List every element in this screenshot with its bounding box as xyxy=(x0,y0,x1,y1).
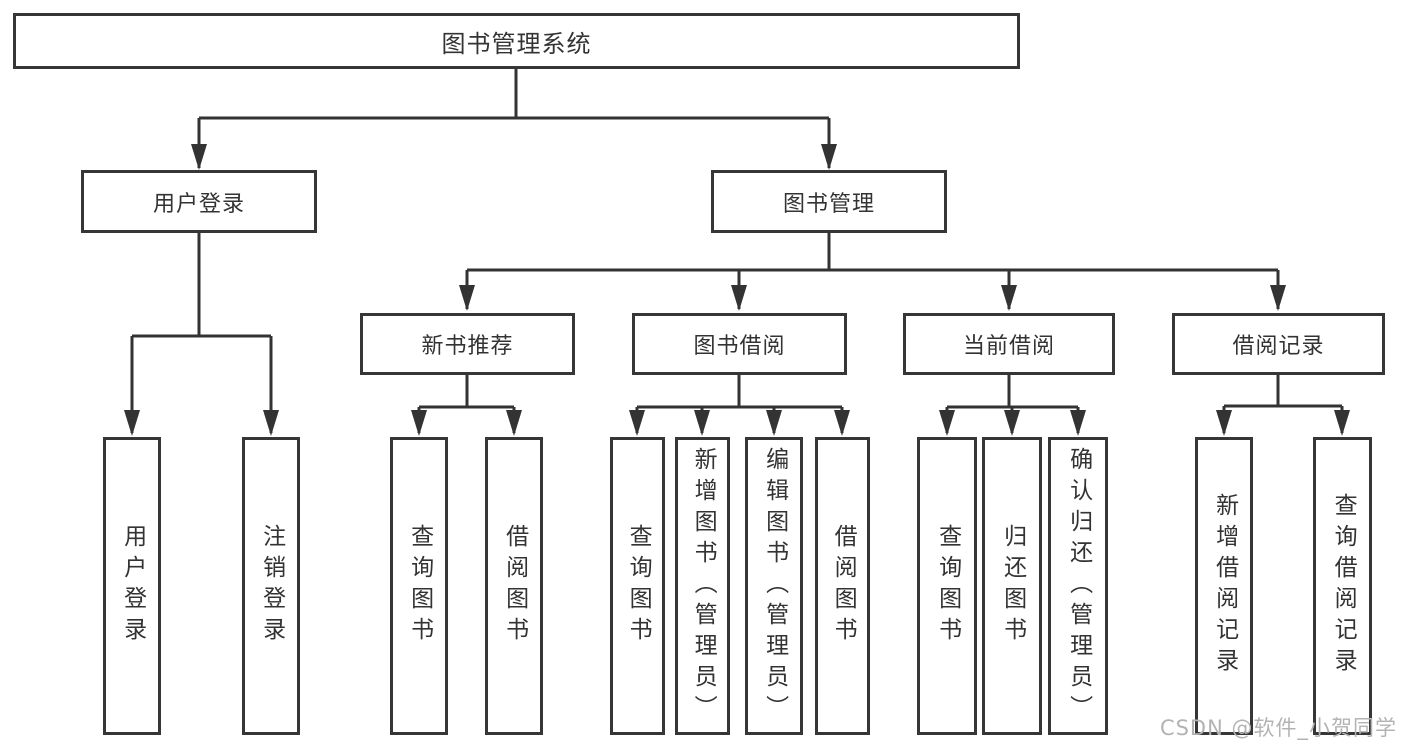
node-logout-label: 注销登录 xyxy=(258,524,285,648)
node-borrow-books-recommend: 借阅图书 xyxy=(485,437,543,735)
node-query-books-recommend-label: 查询图书 xyxy=(406,524,433,648)
node-borrow-books-borrowing-label: 借阅图书 xyxy=(830,524,857,648)
node-borrow-books-borrowing: 借阅图书 xyxy=(815,437,870,735)
node-new-book-recommend: 新书推荐 xyxy=(360,313,575,375)
node-user-login: 用户登录 xyxy=(103,437,161,735)
node-add-borrow-record: 新增借阅记录 xyxy=(1195,437,1253,735)
node-user-login-label: 用户登录 xyxy=(119,524,146,648)
node-query-borrow-record-label: 查询借阅记录 xyxy=(1330,493,1357,679)
node-user-login-branch-label: 用户登录 xyxy=(152,191,245,217)
node-book-borrowing: 图书借阅 xyxy=(632,313,847,375)
node-query-books-borrowing: 查询图书 xyxy=(610,437,665,735)
node-current-borrowing: 当前借阅 xyxy=(903,313,1115,375)
node-book-borrowing-label: 图书借阅 xyxy=(693,334,786,359)
arrowheads xyxy=(124,144,1350,436)
node-add-books-admin: 新增图书（管理员） xyxy=(675,437,730,735)
node-logout: 注销登录 xyxy=(242,437,300,735)
node-query-books-borrowing-label: 查询图书 xyxy=(625,524,652,648)
node-book-management-branch: 图书管理 xyxy=(711,170,947,233)
node-borrow-records: 借阅记录 xyxy=(1172,313,1385,375)
node-query-borrow-record: 查询借阅记录 xyxy=(1313,437,1372,735)
node-user-login-branch: 用户登录 xyxy=(81,170,317,233)
node-borrow-books-recommend-label: 借阅图书 xyxy=(501,524,528,648)
node-add-borrow-record-label: 新增借阅记录 xyxy=(1211,493,1238,679)
csdn-watermark: CSDN @软件_小贺同学 xyxy=(1159,716,1397,740)
node-root-label: 图书管理系统 xyxy=(441,29,592,58)
node-add-books-admin-label: 新增图书（管理员） xyxy=(690,446,717,726)
node-borrow-records-label: 借阅记录 xyxy=(1232,334,1325,359)
node-book-management-branch-label: 图书管理 xyxy=(782,191,875,217)
node-confirm-return-admin-label: 确认归还（管理员） xyxy=(1065,446,1092,726)
node-query-books-current: 查询图书 xyxy=(917,437,977,735)
node-query-books-recommend: 查询图书 xyxy=(390,437,448,735)
node-edit-books-admin-label: 编辑图书（管理员） xyxy=(761,446,788,726)
node-query-books-current-label: 查询图书 xyxy=(934,524,961,648)
node-return-books: 归还图书 xyxy=(982,437,1042,735)
node-current-borrowing-label: 当前借阅 xyxy=(962,334,1055,359)
node-return-books-label: 归还图书 xyxy=(999,524,1026,648)
node-confirm-return-admin: 确认归还（管理员） xyxy=(1048,437,1108,735)
node-new-book-recommend-label: 新书推荐 xyxy=(421,334,514,359)
node-root-library-system: 图书管理系统 xyxy=(13,13,1020,69)
node-edit-books-admin: 编辑图书（管理员） xyxy=(745,437,803,735)
